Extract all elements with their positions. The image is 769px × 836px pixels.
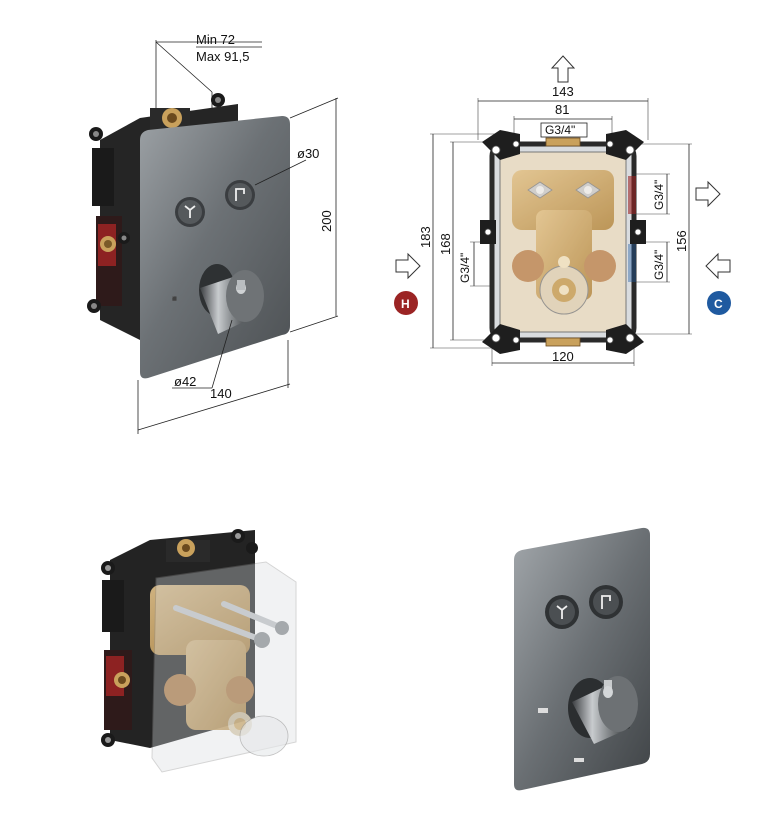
- hand-shower-icon: [184, 205, 196, 218]
- plate-mark-left: ⬛: [172, 296, 177, 301]
- height-outer-label: 183: [418, 226, 433, 248]
- height-label: 200: [319, 210, 334, 232]
- brass-valve-body: [512, 170, 616, 315]
- depth-min-label: Min 72: [196, 32, 235, 47]
- plate-logo-mark: [574, 758, 584, 762]
- thermostat-knob[interactable]: [199, 264, 264, 334]
- hand-shower-icon: [556, 605, 568, 619]
- box-with-cover-view: [101, 529, 297, 773]
- front-view: 143 81 G3/4" 183 168 G3/4" 156 G3/4" G3/…: [394, 55, 731, 366]
- right-bottom-thread-label: G3/4": [652, 250, 666, 280]
- right-height-label: 156: [674, 230, 689, 252]
- hand-shower-button[interactable]: [175, 197, 205, 227]
- cold-badge: C: [707, 291, 731, 315]
- cover-plate: [140, 116, 290, 379]
- plate-only-view: [514, 527, 650, 791]
- left-thread-label: G3/4": [458, 253, 472, 283]
- head-shower-icon: [235, 188, 245, 201]
- bottom-width-label: 120: [552, 349, 574, 364]
- arrow-up-icon: [550, 55, 576, 83]
- knob-diameter-label: ø42: [174, 374, 196, 389]
- inner-width-label: 81: [555, 102, 569, 117]
- thermostat-knob-front[interactable]: [568, 676, 638, 744]
- arrow-left-cold-inlet-icon: [705, 252, 731, 280]
- outer-width-label: 143: [552, 84, 574, 99]
- depth-max-label: Max 91,5: [196, 49, 249, 64]
- cover-plate-front: [514, 527, 650, 791]
- height-inner-label: 168: [438, 233, 453, 255]
- arrow-right-icon: [695, 180, 721, 208]
- arrow-right-hot-inlet-icon: [395, 252, 421, 280]
- hot-badge: H: [394, 291, 418, 315]
- cold-badge-label: C: [714, 297, 723, 311]
- hand-shower-button-front[interactable]: [545, 595, 579, 629]
- width-label: 140: [210, 386, 232, 401]
- hot-badge-label: H: [401, 297, 410, 311]
- width-dim-line: [137, 383, 291, 431]
- right-top-thread-label: G3/4": [652, 180, 666, 210]
- head-shower-icon: [601, 595, 611, 609]
- head-shower-button[interactable]: [225, 180, 255, 210]
- mixer-plate-view: Min 72 Max 91,5: [87, 32, 339, 434]
- plate-mark-left-front: [538, 708, 548, 713]
- button-diameter-label: ø30: [297, 146, 319, 161]
- top-thread-label: G3/4": [545, 123, 575, 137]
- head-shower-button-front[interactable]: [589, 585, 623, 619]
